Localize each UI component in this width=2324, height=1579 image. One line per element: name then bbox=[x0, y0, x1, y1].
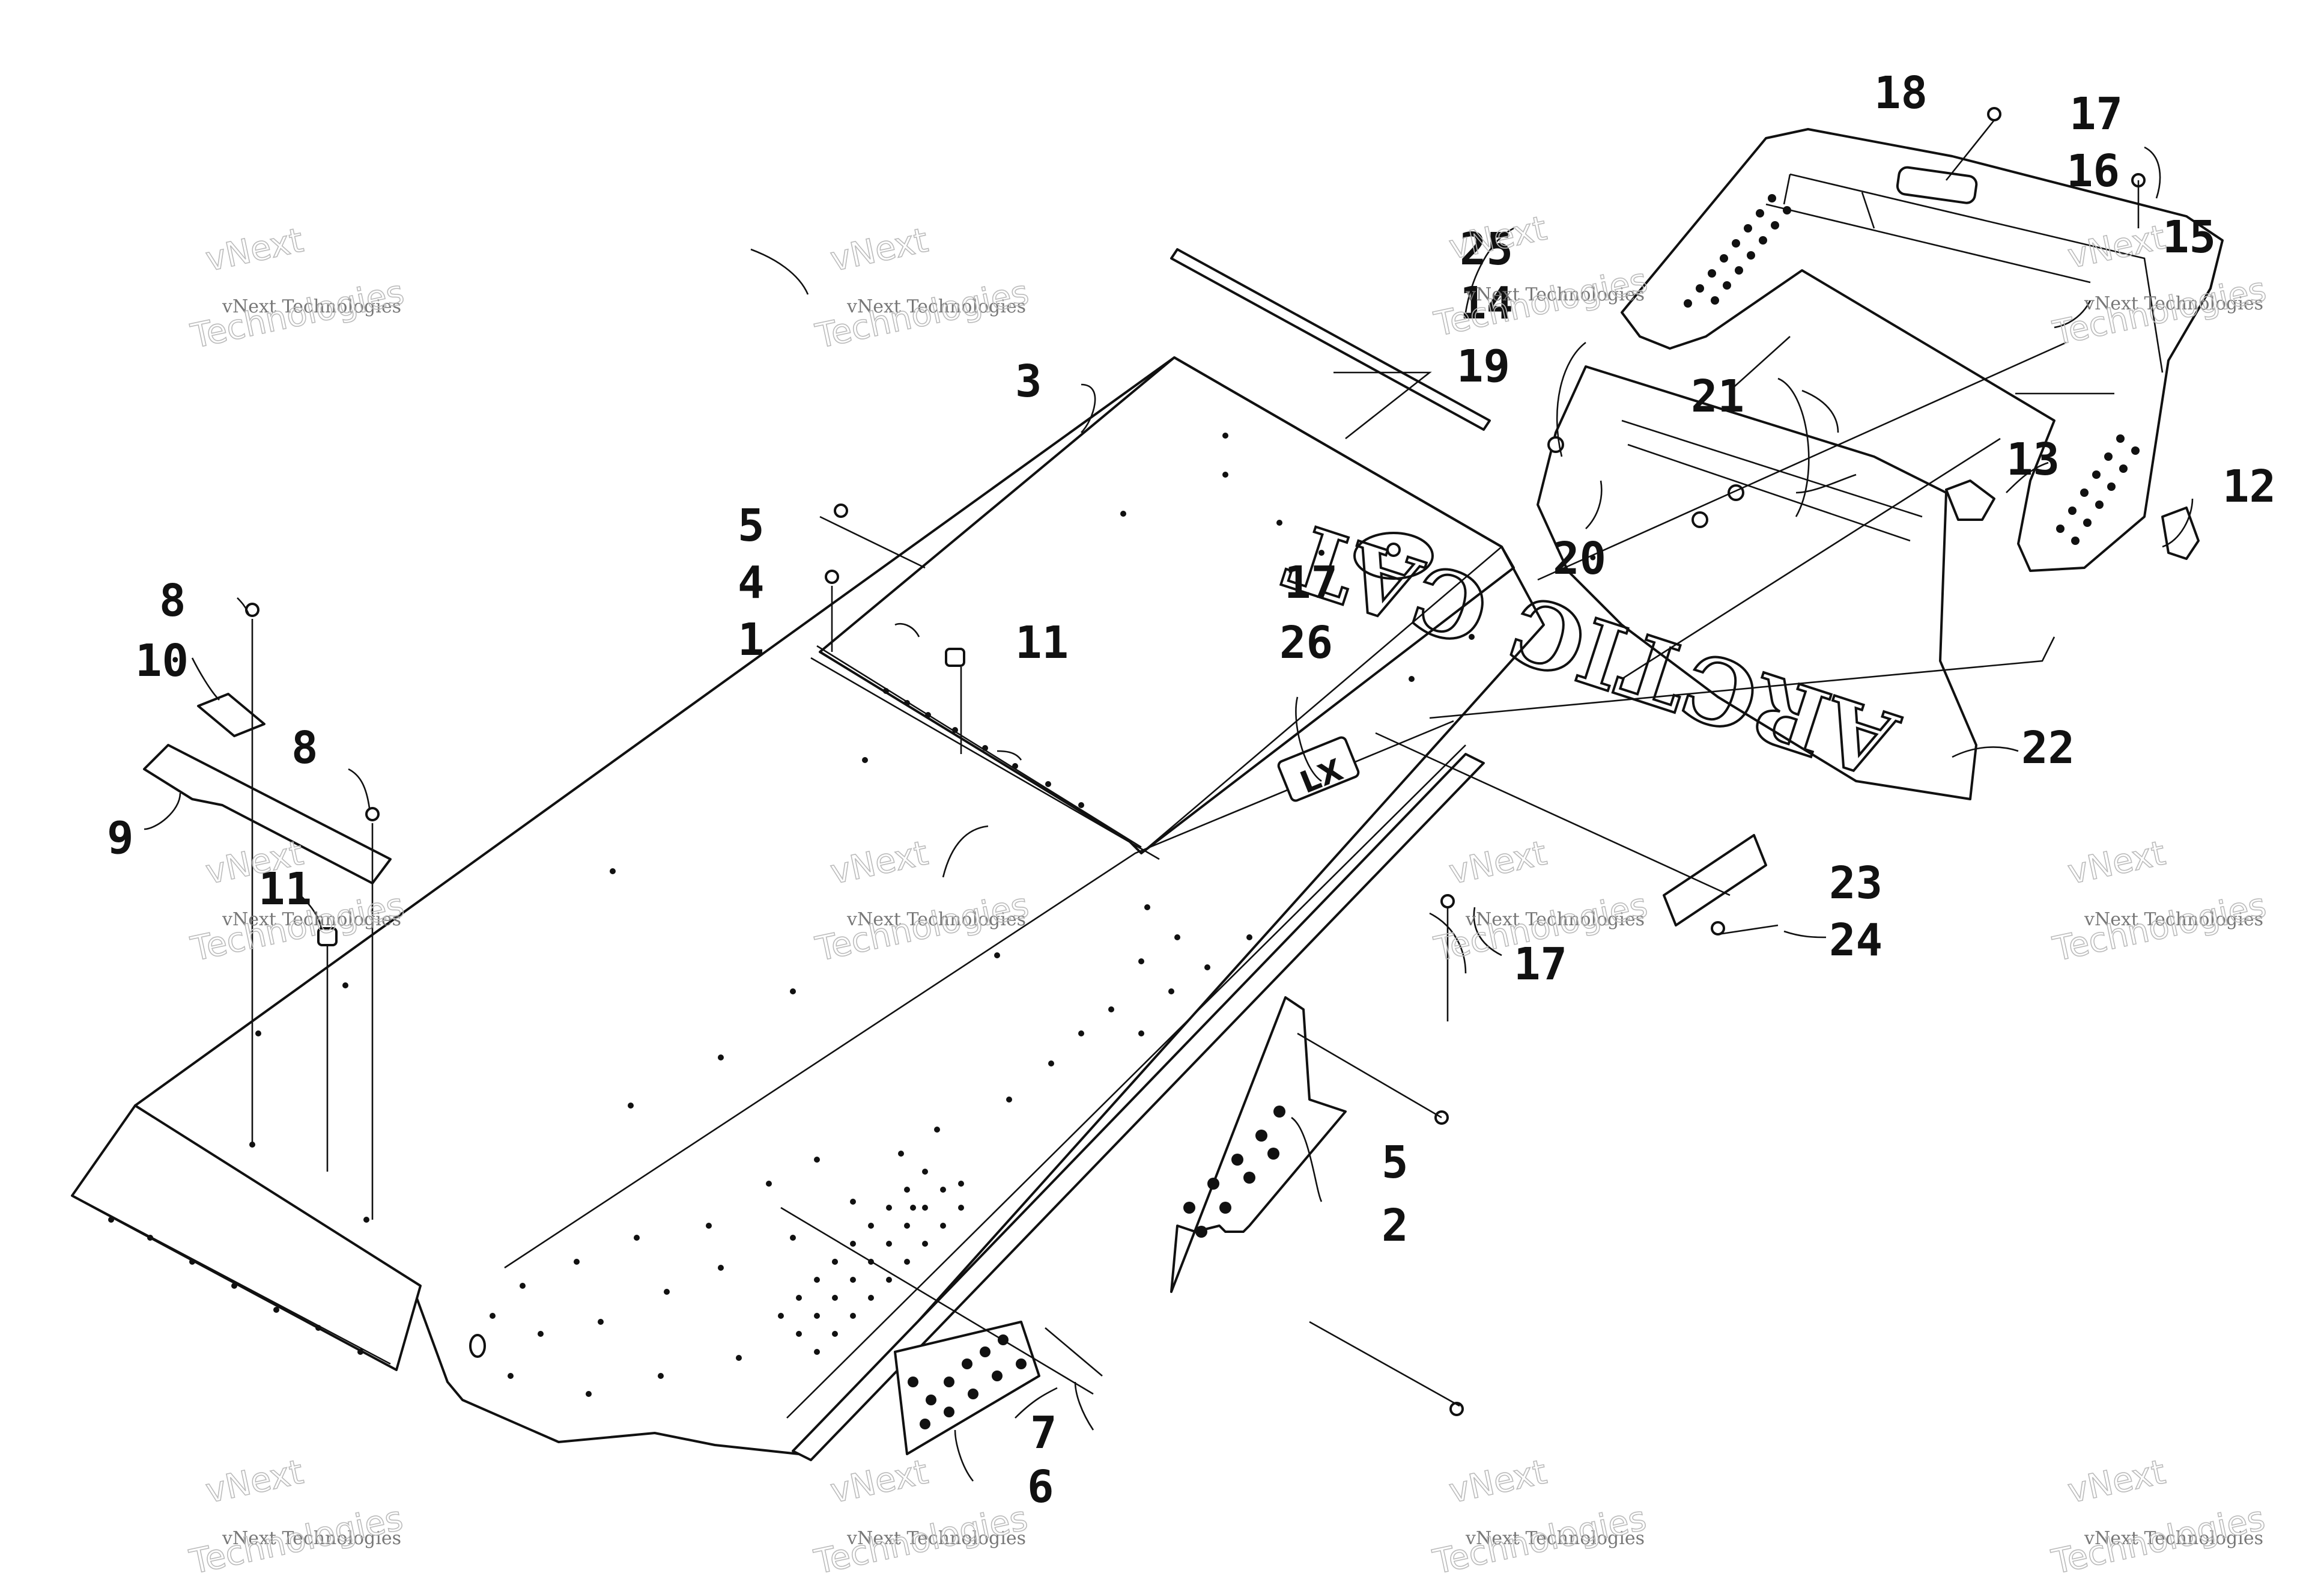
callout-24: 24 bbox=[1829, 914, 1883, 966]
callout-6: 6 bbox=[1027, 1461, 1054, 1513]
callout-16: 16 bbox=[2066, 145, 2120, 197]
callout-3: 3 bbox=[1015, 356, 1042, 407]
callout-2: 2 bbox=[1382, 1200, 1409, 1252]
callout-5a: 5 bbox=[738, 500, 765, 552]
callout-9: 9 bbox=[107, 812, 134, 864]
callout-26: 26 bbox=[1279, 617, 1333, 669]
callout-8b: 8 bbox=[291, 722, 318, 774]
svg-text:vNext Technologies: vNext Technologies bbox=[2084, 1528, 2263, 1549]
callouts: 1 2 3 4 5 5 6 7 8 8 9 10 11 11 12 13 14 … bbox=[107, 67, 2276, 1513]
svg-text:vNext: vNext bbox=[827, 1452, 932, 1511]
callout-12: 12 bbox=[2222, 461, 2276, 513]
svg-text:Technologies: Technologies bbox=[186, 1499, 406, 1579]
callout-23: 23 bbox=[1829, 857, 1883, 909]
svg-text:vNext Technologies: vNext Technologies bbox=[846, 296, 1026, 317]
svg-text:vNext Technologies: vNext Technologies bbox=[1465, 1528, 1645, 1549]
svg-text:vNext Technologies: vNext Technologies bbox=[846, 909, 1026, 930]
svg-text:vNext Technologies: vNext Technologies bbox=[2084, 293, 2263, 314]
callout-17c: 17 bbox=[1514, 939, 1567, 990]
callout-14: 14 bbox=[1460, 278, 1513, 329]
tunnel-part-1 bbox=[71, 356, 1545, 1461]
svg-text:Technologies: Technologies bbox=[2049, 886, 2269, 969]
svg-text:vNext: vNext bbox=[2065, 833, 2169, 892]
callout-21: 21 bbox=[1691, 371, 1744, 422]
leader-lines bbox=[144, 120, 2194, 1482]
strip-part-25 bbox=[1170, 248, 1491, 431]
svg-text:vNext Technologies: vNext Technologies bbox=[2084, 909, 2263, 930]
svg-text:vNext: vNext bbox=[827, 221, 932, 279]
svg-text:vNext: vNext bbox=[1446, 1452, 1550, 1511]
pad-part-10 bbox=[197, 693, 265, 737]
bracket-part-2 bbox=[1170, 996, 1347, 1293]
plate-part-23 bbox=[1663, 834, 1767, 926]
callout-11b: 11 bbox=[258, 863, 312, 915]
svg-text:Technologies: Technologies bbox=[2048, 1499, 2268, 1579]
svg-text:vNext: vNext bbox=[1446, 833, 1550, 892]
callout-22: 22 bbox=[2021, 722, 2075, 774]
callout-8a: 8 bbox=[159, 575, 186, 627]
svg-text:vNext Technologies: vNext Technologies bbox=[846, 1528, 1026, 1549]
callout-17b: 17 bbox=[1284, 557, 1338, 609]
callout-18: 18 bbox=[1874, 67, 1928, 119]
svg-text:vNext Technologies: vNext Technologies bbox=[222, 909, 401, 930]
callout-10: 10 bbox=[135, 635, 189, 687]
badge-part-26 bbox=[1277, 736, 1360, 802]
svg-text:vNext: vNext bbox=[202, 221, 307, 279]
rear-bumper bbox=[1621, 128, 2224, 572]
callout-1: 1 bbox=[738, 614, 765, 666]
svg-text:vNext Technologies: vNext Technologies bbox=[222, 296, 401, 317]
svg-text:Technologies: Technologies bbox=[812, 273, 1032, 356]
callout-5b: 5 bbox=[1382, 1137, 1409, 1188]
callout-4: 4 bbox=[738, 557, 765, 609]
svg-text:vNext: vNext bbox=[202, 1452, 307, 1511]
callout-13: 13 bbox=[2006, 434, 2060, 485]
callout-11a: 11 bbox=[1015, 617, 1069, 669]
svg-text:vNext Technologies: vNext Technologies bbox=[1465, 909, 1645, 930]
svg-text:vNext Technologies: vNext Technologies bbox=[222, 1528, 401, 1549]
svg-text:Technologies: Technologies bbox=[187, 273, 407, 356]
callout-15: 15 bbox=[2162, 211, 2216, 263]
callout-7: 7 bbox=[1030, 1407, 1057, 1459]
svg-text:vNext Technologies: vNext Technologies bbox=[1465, 284, 1645, 305]
hardware bbox=[245, 107, 2146, 1416]
callout-17a: 17 bbox=[2069, 88, 2123, 140]
svg-text:Technologies: Technologies bbox=[1430, 1499, 1649, 1579]
svg-text:Technologies: Technologies bbox=[811, 1499, 1031, 1579]
callout-25: 25 bbox=[1460, 224, 1513, 275]
callout-20: 20 bbox=[1553, 533, 1606, 585]
svg-text:vNext: vNext bbox=[2065, 1452, 2169, 1511]
callout-19: 19 bbox=[1457, 341, 1510, 392]
